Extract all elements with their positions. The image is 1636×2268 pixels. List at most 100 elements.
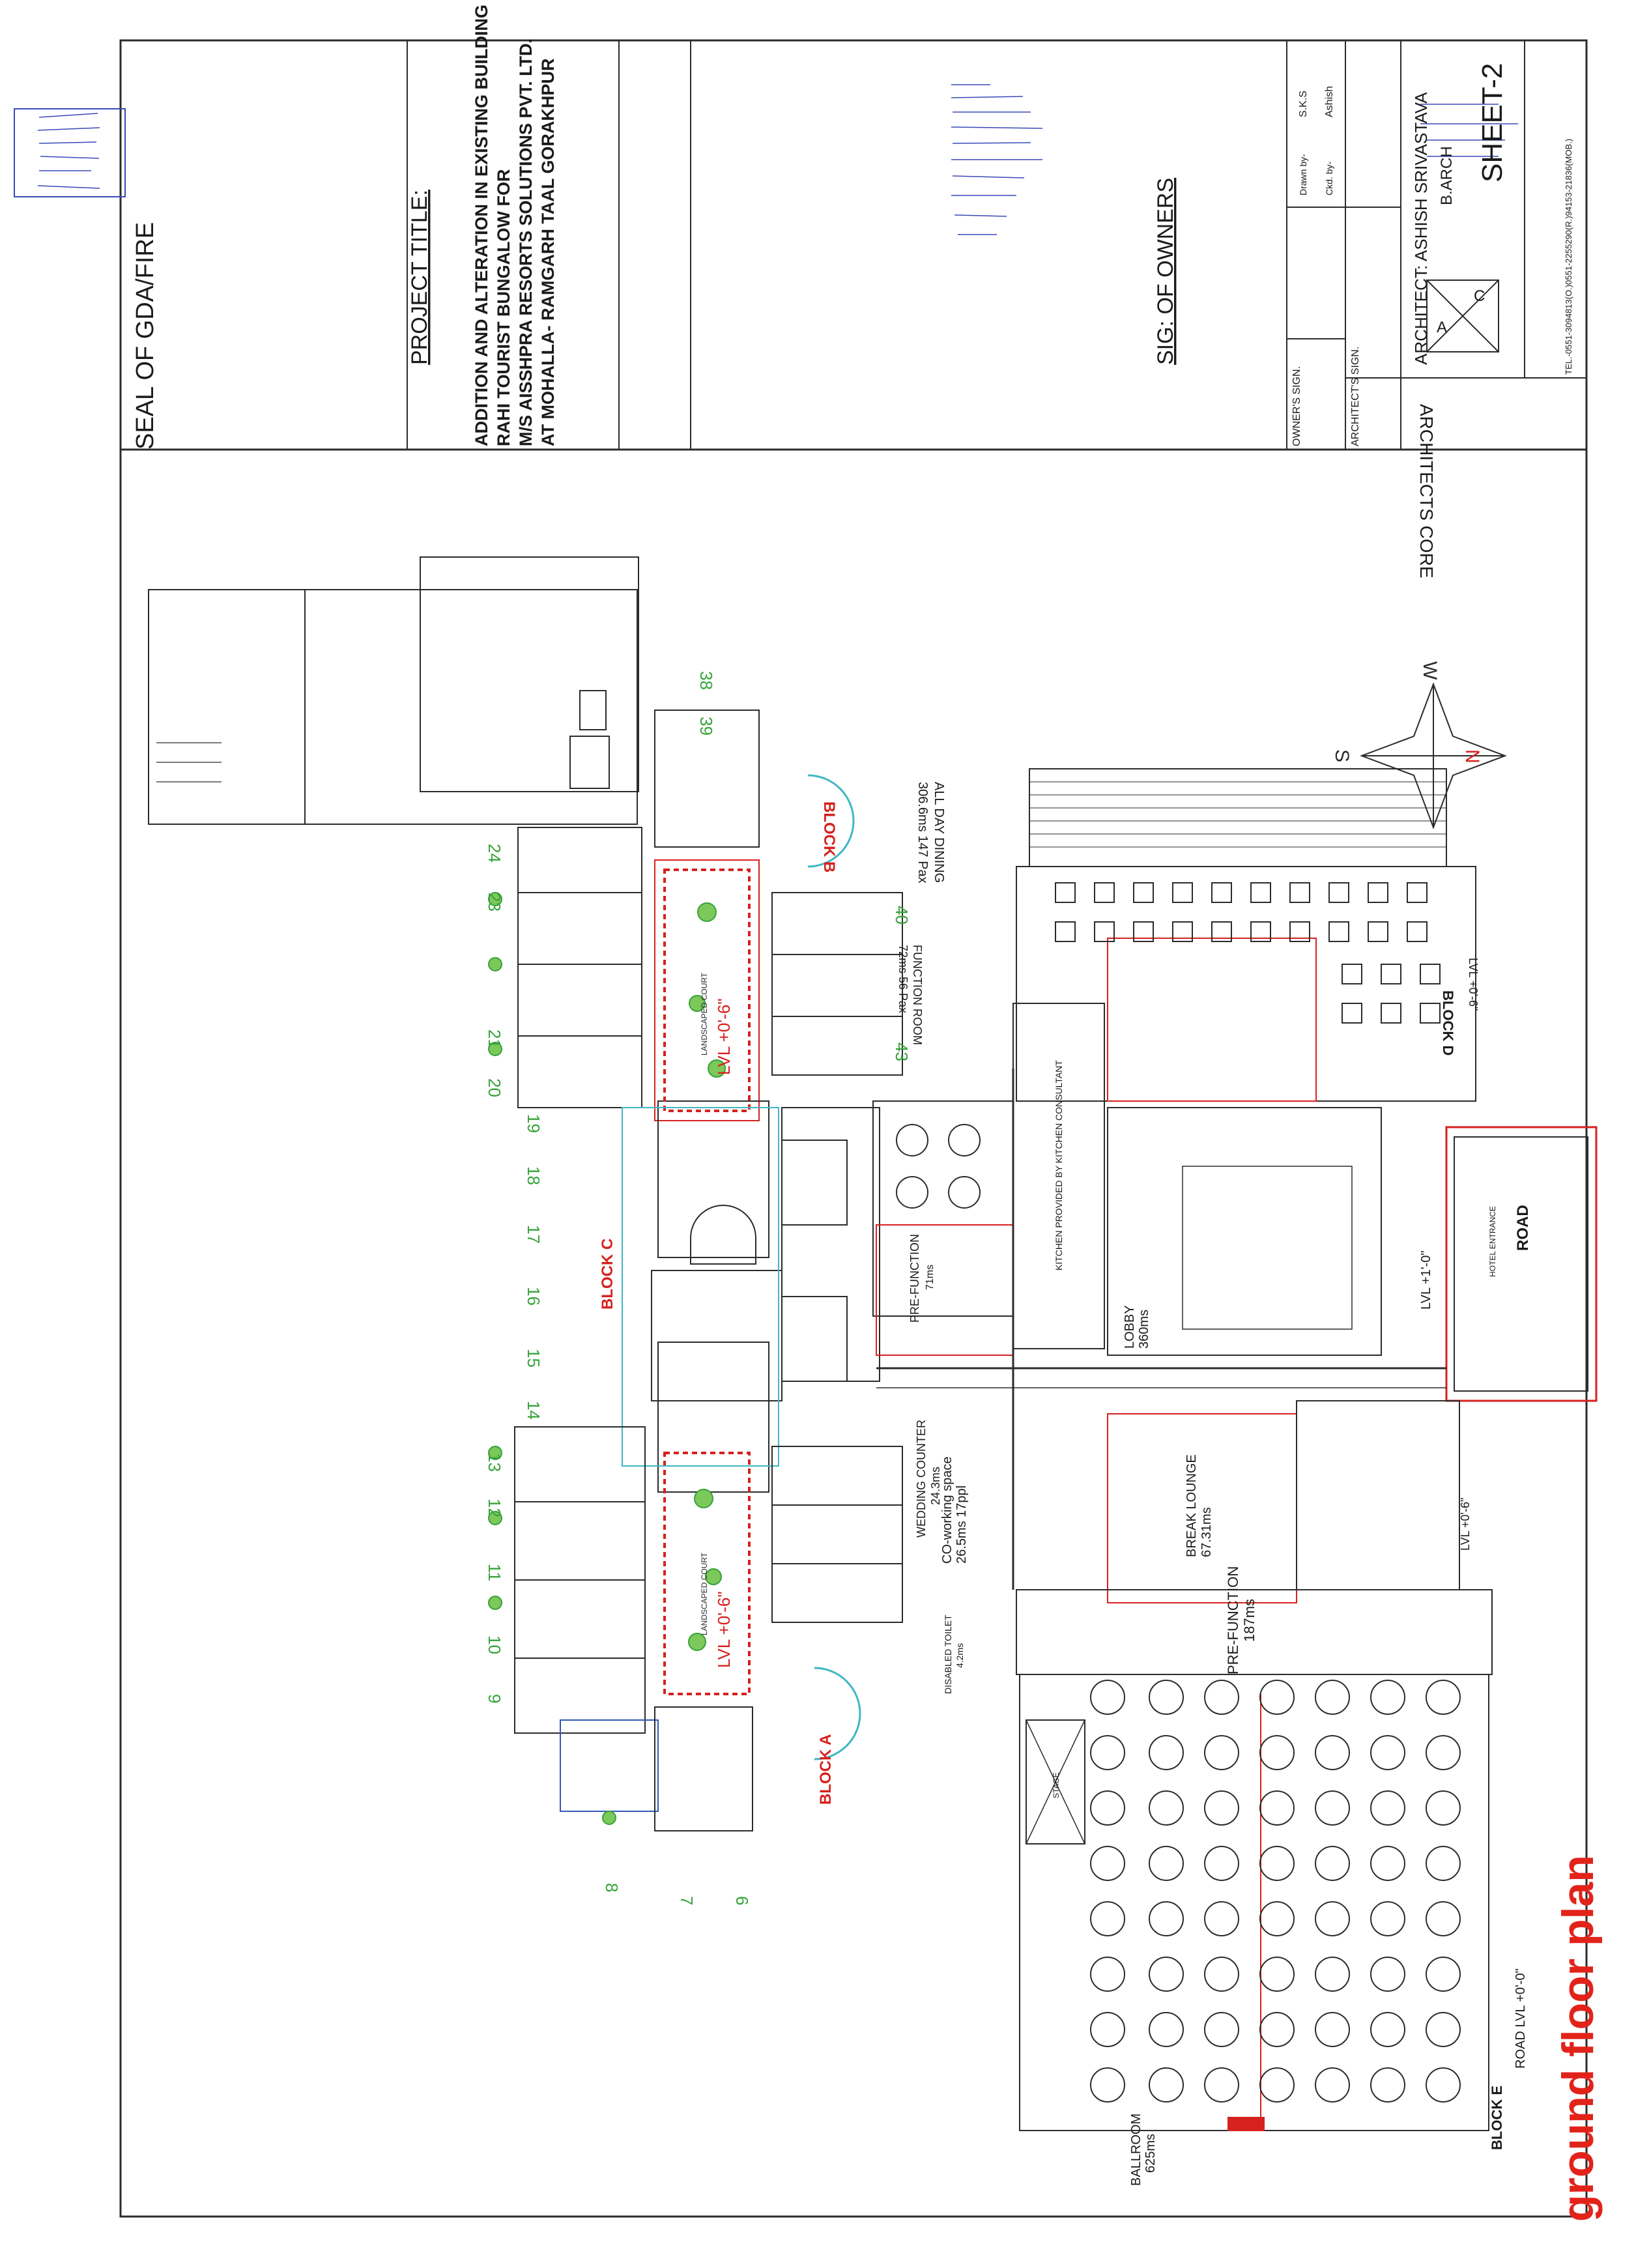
room-number: 19 (524, 1114, 543, 1133)
compass-w: W (1419, 661, 1441, 680)
court-level-lower: LVL +0'-6" (714, 1591, 734, 1668)
architect-sign-label: ARCHITECT'S SIGN. (1350, 347, 1361, 446)
pre-function-1-label: PRE-FUNCTION (908, 1234, 921, 1323)
central-rooms (771, 892, 903, 1623)
court-level-upper: LVL +0'-6" (714, 998, 734, 1075)
ckd-by-label: Ckd. by- (1324, 162, 1334, 195)
disabled-toilet-area: 4.2ms (954, 1643, 965, 1668)
wedding-counter-label: WEDDING COUNTER (915, 1420, 928, 1538)
room-number: 13 (485, 1453, 504, 1472)
room-number: 43 (892, 1042, 911, 1061)
existing-building (148, 556, 639, 825)
block-d-label: BLOCK D (1440, 990, 1456, 1055)
level-lower: LVL +0'-6" (1459, 1498, 1472, 1551)
landscaped-court-lower (663, 1452, 751, 1695)
room-number: 20 (485, 1078, 504, 1097)
stage-label: STAGE (1052, 1772, 1061, 1798)
block-c-label: BLOCK C (599, 1239, 616, 1310)
compass-s: S (1331, 749, 1353, 762)
stamp-gda (14, 108, 126, 197)
room-number: 6 (732, 1896, 752, 1905)
function-room-tables (896, 1124, 981, 1209)
seal-title: SEAL OF GDA/FIRE (132, 222, 159, 450)
hotel-entrance (1445, 1126, 1598, 1402)
landscape-plants (488, 892, 726, 1825)
firm-name: ARCHITECTS CORE (1416, 404, 1437, 579)
room-numbers: 38 39 40 24 23 21 20 19 18 17 16 15 14 1… (485, 671, 911, 1905)
dining-tables (1055, 882, 1441, 1024)
all-day-dining-label: ALL DAY DINING (932, 782, 946, 883)
landscaped-court-lower-label: LANDSCAPED COURT (700, 1552, 709, 1635)
project-line-1: ADDITION AND ALTERATION IN EXISTING BUIL… (472, 0, 491, 446)
ballroom-label: BALLROOM (1129, 2114, 1143, 2186)
landscaped-court-upper-label: LANDSCAPED COURT (700, 972, 709, 1055)
stamp-owner (951, 84, 1043, 235)
room-number: 7 (677, 1896, 696, 1905)
owners-sign-label: OWNER'S SIGN. (1291, 366, 1302, 446)
all-day-dining-area: 306.6ms 147 Pax (915, 782, 930, 883)
coworking-area: 26.5ms 17ppl (954, 1486, 969, 1564)
lobby-area: 360ms (1137, 1310, 1151, 1349)
hotel-entrance-label: HOTEL ENTRANCE (1488, 1206, 1497, 1277)
stamp-architect (1420, 104, 1518, 157)
pre-function-1-area: 71ms (925, 1265, 936, 1290)
level-entrance: LVL +1'-0" (1419, 1251, 1433, 1310)
architect-name: ARCHITECT: ASHISH SRIVASTAVA (1411, 92, 1431, 365)
room-number: 15 (524, 1349, 543, 1368)
project-line-2: RAHI TOURIST BUNGALOW FOR (494, 169, 513, 446)
room-number: 14 (524, 1401, 543, 1420)
room-strip-upper (517, 827, 782, 1493)
room-number: 8 (602, 1883, 622, 1892)
room-strip-lower (514, 1426, 753, 1831)
break-lounge-label: BREAK LOUNGE (1184, 1454, 1199, 1557)
room-number: 12 (485, 1499, 504, 1517)
sheet-border (119, 39, 1588, 2218)
sig-owners: SIG: OF OWNERS (1153, 178, 1178, 365)
room-number: 21 (485, 1029, 504, 1048)
firm-logo: A C (1426, 280, 1499, 352)
ballroom (1019, 1674, 1489, 2131)
lobby-inner (1182, 1166, 1353, 1330)
title-block (407, 40, 1586, 450)
ballroom-entry (1227, 2117, 1265, 2131)
block-c-corridor (622, 1107, 779, 1467)
room-number: 24 (485, 844, 504, 863)
logo-letter-a: A (1437, 319, 1447, 336)
room-number: 10 (485, 1635, 504, 1654)
drawn-by-value: S.K.S (1298, 91, 1309, 117)
floor-plan (148, 556, 1598, 2131)
project-title-label: PROJECT TITLE: (407, 190, 432, 365)
terrace (1029, 768, 1447, 867)
ckd-by-value: Ashish (1324, 86, 1335, 117)
wedding-counter-area: 24.3ms (929, 1467, 942, 1505)
road-label: ROAD (1514, 1205, 1532, 1251)
room-number: 18 (524, 1166, 543, 1185)
road-level-label: ROAD LVL +0'-0" (1514, 1968, 1528, 2069)
pre-function-2-area: 187ms (1241, 1599, 1257, 1642)
break-lounge-area: 67.31ms (1199, 1507, 1214, 1557)
compass-n: N (1461, 749, 1483, 764)
logo-letter-c: C (1474, 287, 1485, 305)
sheet-number: SHEET-2 (1476, 63, 1508, 182)
stage (1026, 1719, 1085, 1845)
lobby-label: LOBBY (1123, 1305, 1137, 1349)
coworking-label: CO-working space (940, 1456, 954, 1564)
drawn-by-label: Drawn by- (1298, 154, 1308, 195)
block-e-label: BLOCK E (1489, 2086, 1505, 2150)
architect-degree: B.ARCH (1438, 146, 1456, 205)
lobby (1107, 1107, 1382, 1356)
landscaped-court-upper (663, 868, 751, 1112)
function-room (872, 1100, 1014, 1317)
project-line-4: AT MOHALLA- RAMGARH TAAL GORAKHPUR (538, 59, 558, 446)
ballroom-area: 625ms (1143, 2134, 1158, 2173)
ballroom-tables (1090, 1680, 1461, 2103)
room-number: 16 (524, 1287, 543, 1306)
room-number: 38 (696, 671, 716, 690)
block-a-label: BLOCK A (817, 1734, 835, 1805)
room-number: 17 (524, 1225, 543, 1244)
room-number: 39 (696, 717, 716, 736)
pre-function-small (876, 1224, 1014, 1356)
pre-function-2-label: PRE-FUNCTION (1225, 1566, 1241, 1674)
block-b-core (654, 710, 760, 848)
